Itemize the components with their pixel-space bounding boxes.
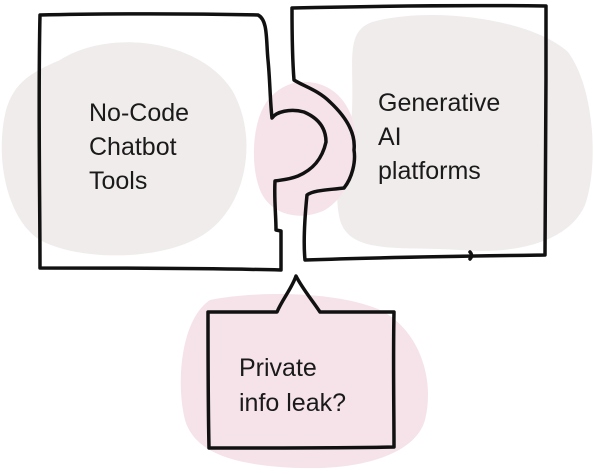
center-blob (253, 81, 357, 216)
right-label-line: Generative (378, 89, 500, 117)
callout-label: Private info leak? (239, 354, 346, 417)
left-label-line: No-Code (89, 99, 189, 127)
left-label-line: Tools (89, 167, 147, 195)
right-box-label: Generative AI platforms (378, 89, 500, 185)
left-box-outline (37, 12, 328, 272)
callout-label-line: info leak? (239, 389, 346, 417)
right-label-line: AI (378, 123, 402, 151)
bottom-blob (180, 294, 428, 469)
left-box-label: No-Code Chatbot Tools (89, 99, 189, 195)
right-label-line: platforms (378, 157, 481, 185)
callout-label-line: Private (239, 354, 317, 382)
left-blob (1, 42, 247, 256)
right-box-tail (468, 250, 474, 261)
right-box-outline (290, 3, 548, 262)
callout-outline (206, 274, 396, 450)
right-blob (337, 14, 593, 251)
left-label-line: Chatbot (89, 133, 177, 161)
